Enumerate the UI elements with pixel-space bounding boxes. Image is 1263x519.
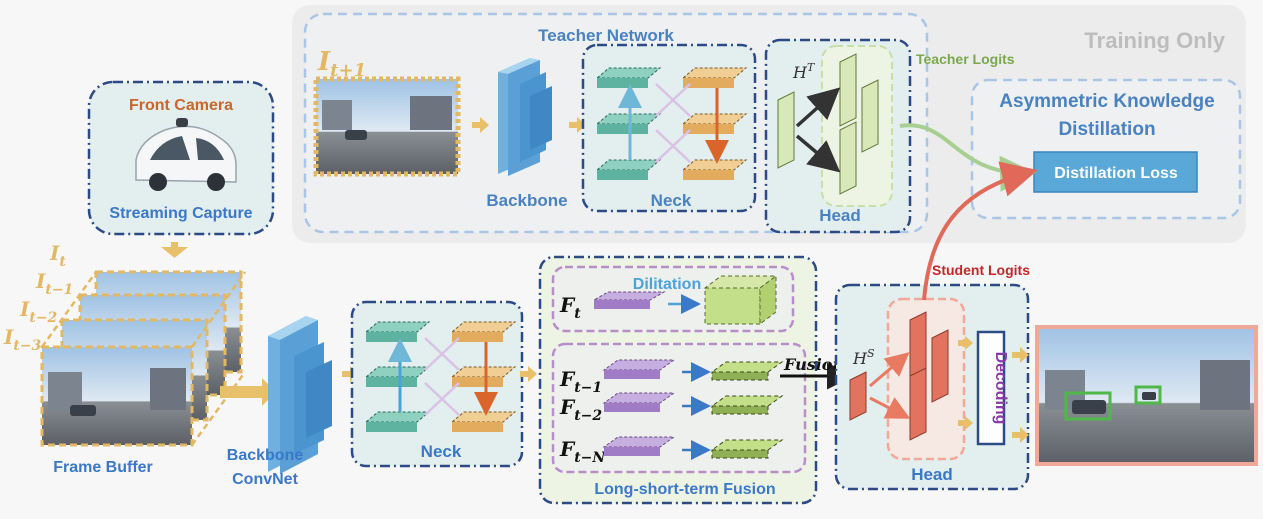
frame-label-2: It−2 (19, 297, 58, 326)
feature-label-2: Ft−2 (559, 395, 602, 424)
neck-to-fusion-arrow (520, 366, 537, 382)
student-head-plates (849, 311, 949, 441)
teacher-head-symbol: HT (792, 61, 816, 82)
long-term-feature-plates (602, 359, 784, 460)
dilitation-label: Dilitation (633, 276, 701, 293)
detection-box-1 (1064, 391, 1112, 421)
akd-label-1: Asymmetric Knowledge (999, 91, 1214, 112)
teacher-neck-plates (595, 67, 748, 180)
student-head-label: Head (911, 465, 953, 484)
decoding-label: Decoding (992, 352, 1009, 425)
fusion-label: Fusion (783, 355, 844, 374)
decoding-box (976, 330, 1006, 446)
teacher-input-label: It+1 (317, 47, 366, 81)
teacher-head-inner (821, 45, 893, 207)
distillation-loss-box (1033, 151, 1198, 193)
backbone-convnet-label-1: Backbone (227, 447, 304, 464)
akd-label-2: Distillation (1058, 119, 1155, 140)
streaming-capture-label: Streaming Capture (109, 205, 252, 222)
teacher-backbone-label: Backbone (486, 191, 567, 210)
frame-label-3: It−3 (3, 325, 42, 354)
self-driving-car-icon (135, 118, 237, 191)
teacher-network-label: Teacher Network (538, 26, 674, 45)
detection-box-2 (1134, 385, 1162, 405)
front-camera-label: Front Camera (129, 97, 233, 114)
teacher-head-label: Head (819, 206, 861, 225)
teacher-neck-label: Neck (651, 191, 692, 210)
long-short-term-fusion-label: Long-short-term Fusion (594, 481, 775, 498)
feature-label-3: Ft−N (559, 437, 606, 466)
training-only-label: Training Only (1084, 28, 1225, 53)
distillation-loss-label: Distillation Loss (1054, 165, 1178, 182)
teacher-backbone-blocks (498, 58, 552, 176)
teacher-frame-car (345, 130, 367, 140)
teacher-head-plates (777, 53, 879, 195)
teacher-frame-buildings (322, 100, 352, 130)
student-backbone-blocks (268, 316, 332, 474)
student-head-symbol: HS (852, 347, 875, 368)
feature-label-0: Ft (559, 293, 581, 322)
teacher-logits-label: Teacher Logits (916, 51, 1015, 67)
student-neck-plates (364, 321, 517, 432)
feature-label-1: Ft−1 (559, 367, 602, 396)
frame-buffer-stack (40, 270, 247, 447)
buffer-to-backbone-arrow (220, 378, 276, 406)
student-logits-label: Student Logits (932, 262, 1030, 278)
backbone-to-neck-arrow (342, 366, 359, 382)
student-logits-arrow (922, 161, 1038, 301)
camera-to-buffer-arrow (161, 242, 188, 258)
dilated-feature-cube (703, 275, 778, 325)
frame-buffer-label: Frame Buffer (53, 459, 153, 476)
student-neck-label: Neck (421, 442, 462, 461)
backbone-convnet-label-2: ConvNet (232, 471, 298, 488)
frame-label-1: It−1 (35, 269, 73, 298)
frame-label-0: It (49, 241, 66, 270)
